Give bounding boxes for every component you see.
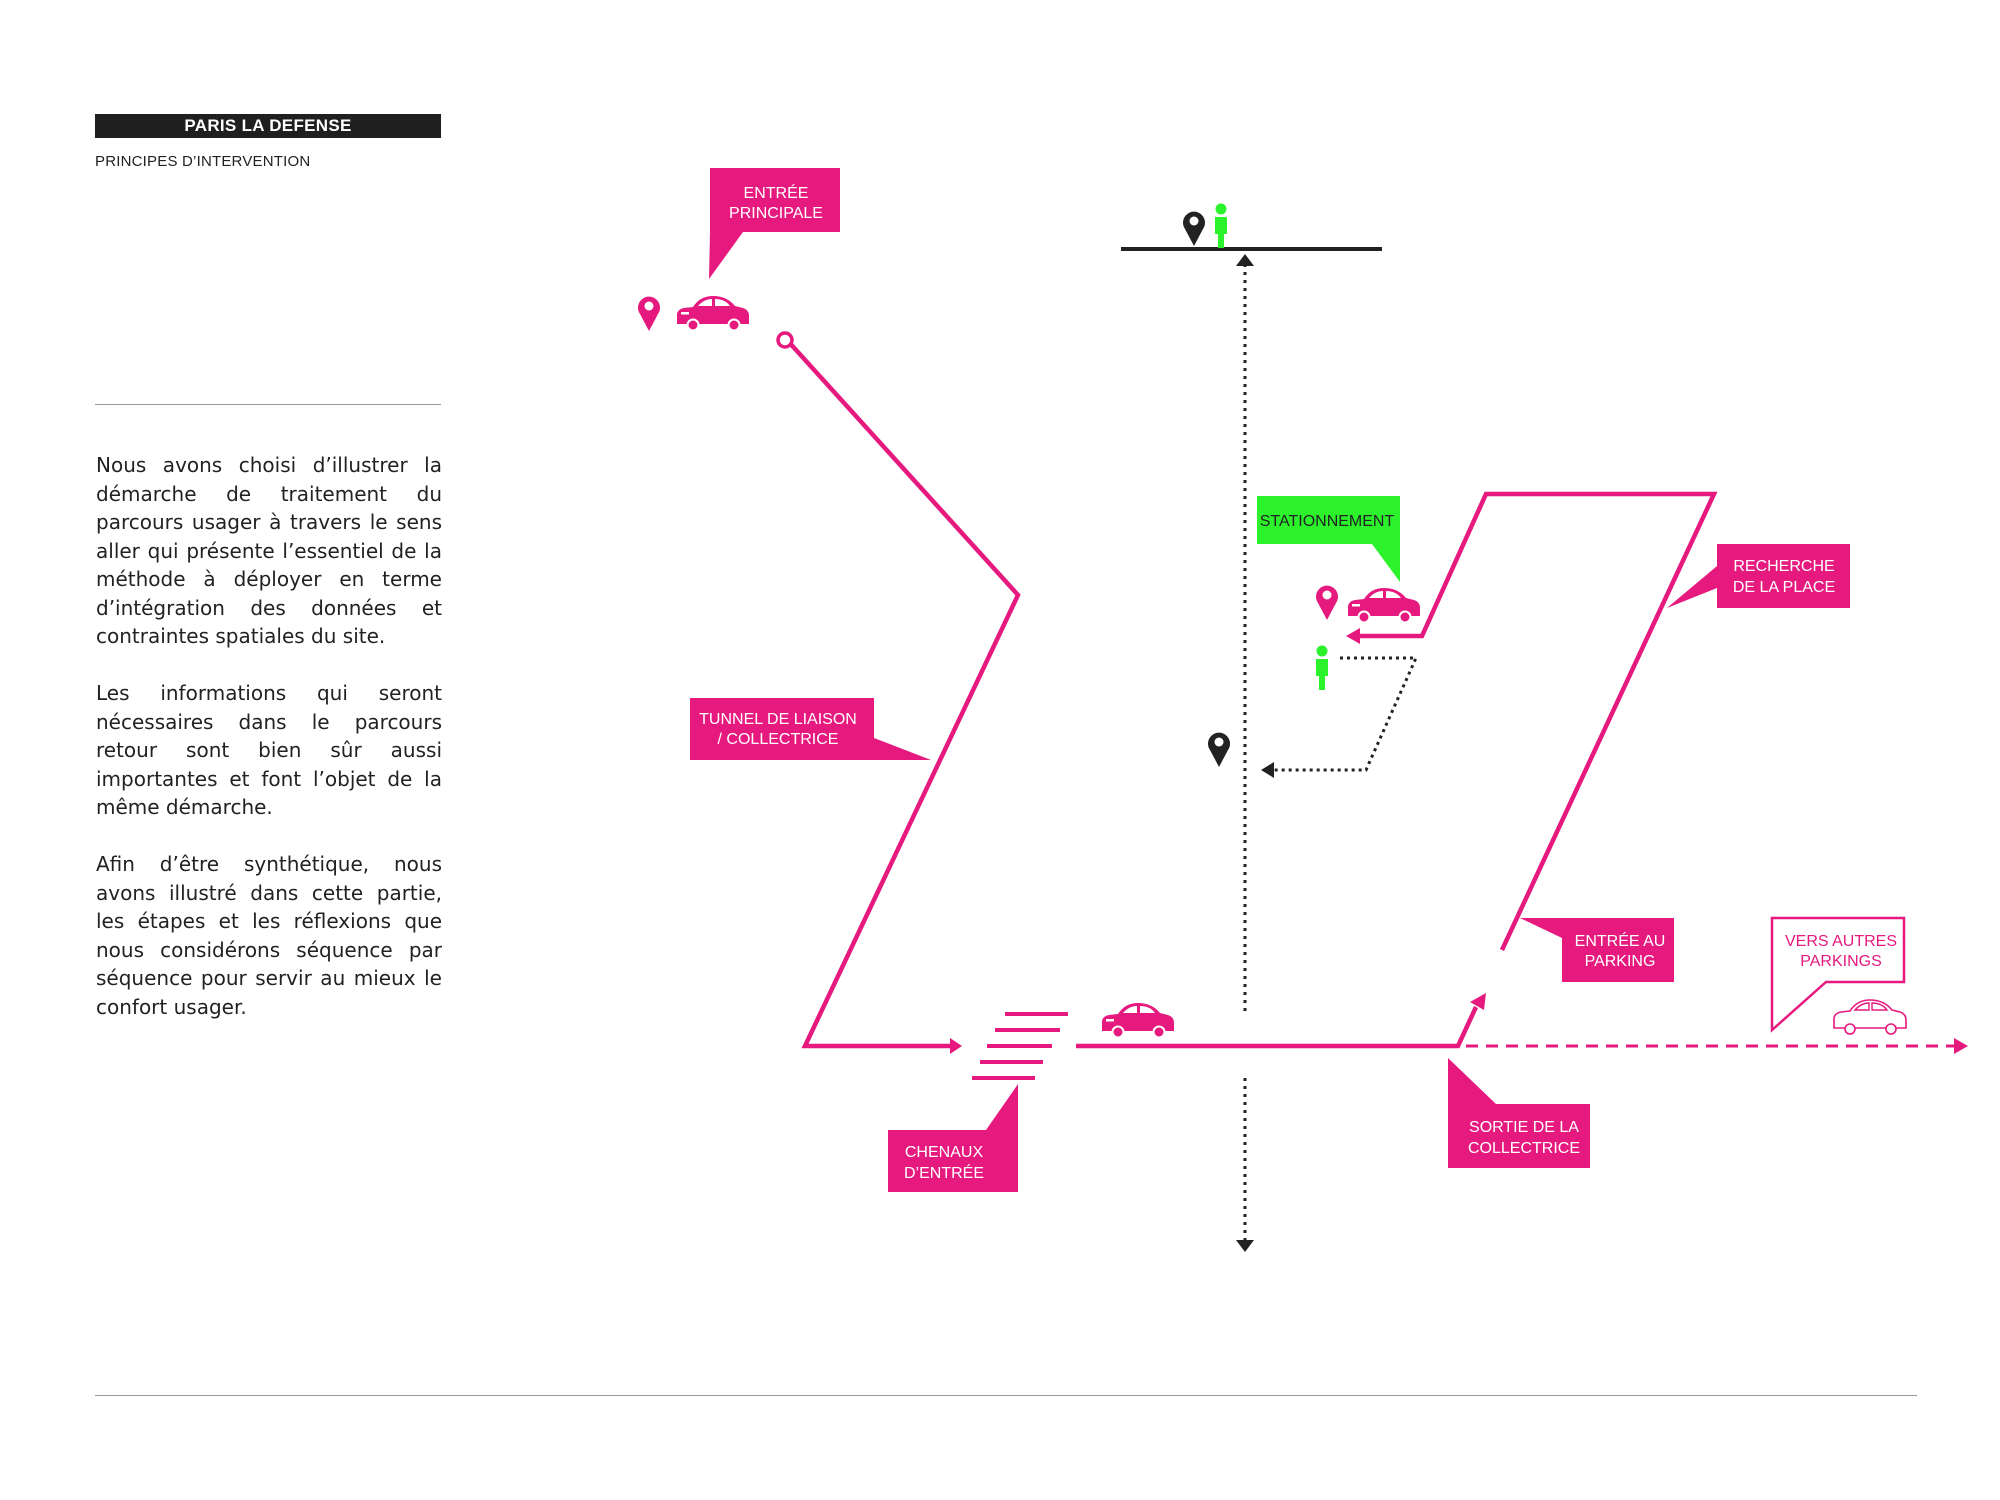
entry-channels: [972, 1012, 1068, 1080]
svg-text:COLLECTRICE: COLLECTRICE: [1468, 1140, 1580, 1157]
svg-text:TUNNEL DE LIAISON: TUNNEL DE LIAISON: [699, 711, 857, 728]
paragraph-1: Nous avons choisi d’illustrer la démarch…: [96, 453, 442, 648]
collector-arrow-icon: [1470, 993, 1486, 1010]
axis-down-arrow-icon: [1236, 1240, 1254, 1252]
parking-arrow-icon: [1346, 628, 1360, 644]
paragraph-2: Les informations qui seront nécessaires …: [96, 681, 442, 819]
route-arrow-icon: [950, 1038, 962, 1054]
callout-sortie-collectrice: SORTIE DE LA COLLECTRICE: [1448, 1058, 1590, 1168]
divider-bottom: [95, 1395, 1917, 1396]
svg-text:PRINCIPALE: PRINCIPALE: [729, 205, 823, 222]
pedestrian-dotted-path: [1274, 656, 1419, 772]
callout-chenaux-entree: CHENAUX D’ENTRÉE: [888, 1084, 1018, 1192]
divider-top: [95, 404, 441, 405]
svg-text:PARKING: PARKING: [1585, 953, 1656, 970]
body-text: Nous avons choisi d’illustrer la démarch…: [96, 451, 442, 1050]
location-pin-icon: [638, 296, 660, 331]
svg-text:RECHERCHE: RECHERCHE: [1733, 558, 1834, 575]
location-pin-icon: [1208, 732, 1230, 767]
svg-text:D’ENTRÉE: D’ENTRÉE: [904, 1163, 984, 1182]
pedestrian-arrow-icon: [1261, 762, 1274, 778]
svg-text:CHENAUX: CHENAUX: [905, 1144, 984, 1161]
callout-stationnement: STATIONNEMENT: [1257, 496, 1400, 582]
parking-ramp-line: [1360, 491, 1718, 951]
svg-text:VERS AUTRES: VERS AUTRES: [1785, 933, 1897, 950]
pedestrian-icon: [1215, 203, 1227, 248]
callout-vers-autres-parkings: VERS AUTRES PARKINGS: [1770, 916, 1906, 1033]
svg-text:STATIONNEMENT: STATIONNEMENT: [1260, 513, 1395, 530]
page-title: PARIS LA DEFENSE: [95, 114, 441, 138]
car-outline-icon: [1833, 999, 1907, 1035]
location-pin-icon: [1316, 585, 1338, 620]
car-icon: [1347, 587, 1421, 624]
callout-recherche-place: RECHERCHE DE LA PLACE: [1667, 544, 1850, 608]
svg-text:DE LA PLACE: DE LA PLACE: [1733, 579, 1835, 596]
location-pin-icon: [1183, 211, 1205, 246]
other-parkings-arrow-icon: [1954, 1038, 1968, 1054]
svg-text:ENTRÉE AU: ENTRÉE AU: [1575, 931, 1666, 950]
svg-text:PARKINGS: PARKINGS: [1800, 953, 1882, 970]
collector-line: [1076, 1006, 1479, 1049]
svg-text:/ COLLECTRICE: / COLLECTRICE: [718, 731, 839, 748]
car-icon: [1101, 1002, 1175, 1039]
pedestrian-icon: [1316, 645, 1328, 690]
callout-entree-parking: ENTRÉE AU PARKING: [1520, 918, 1674, 982]
svg-text:ENTRÉE: ENTRÉE: [744, 183, 809, 202]
callout-entree-principale: ENTRÉE PRINCIPALE: [709, 168, 840, 279]
paragraph-3: Afin d’être synthétique, nous avons illu…: [96, 852, 442, 1019]
axis-up-arrow-icon: [1236, 254, 1254, 266]
svg-text:SORTIE DE LA: SORTIE DE LA: [1469, 1119, 1579, 1136]
page-subtitle: PRINCIPES D’INTERVENTION: [95, 153, 311, 170]
car-icon: [676, 295, 750, 332]
main-route-line: [785, 338, 1021, 1049]
callout-tunnel-liaison: TUNNEL DE LIAISON / COLLECTRICE: [690, 698, 931, 760]
start-point-icon: [776, 331, 794, 349]
